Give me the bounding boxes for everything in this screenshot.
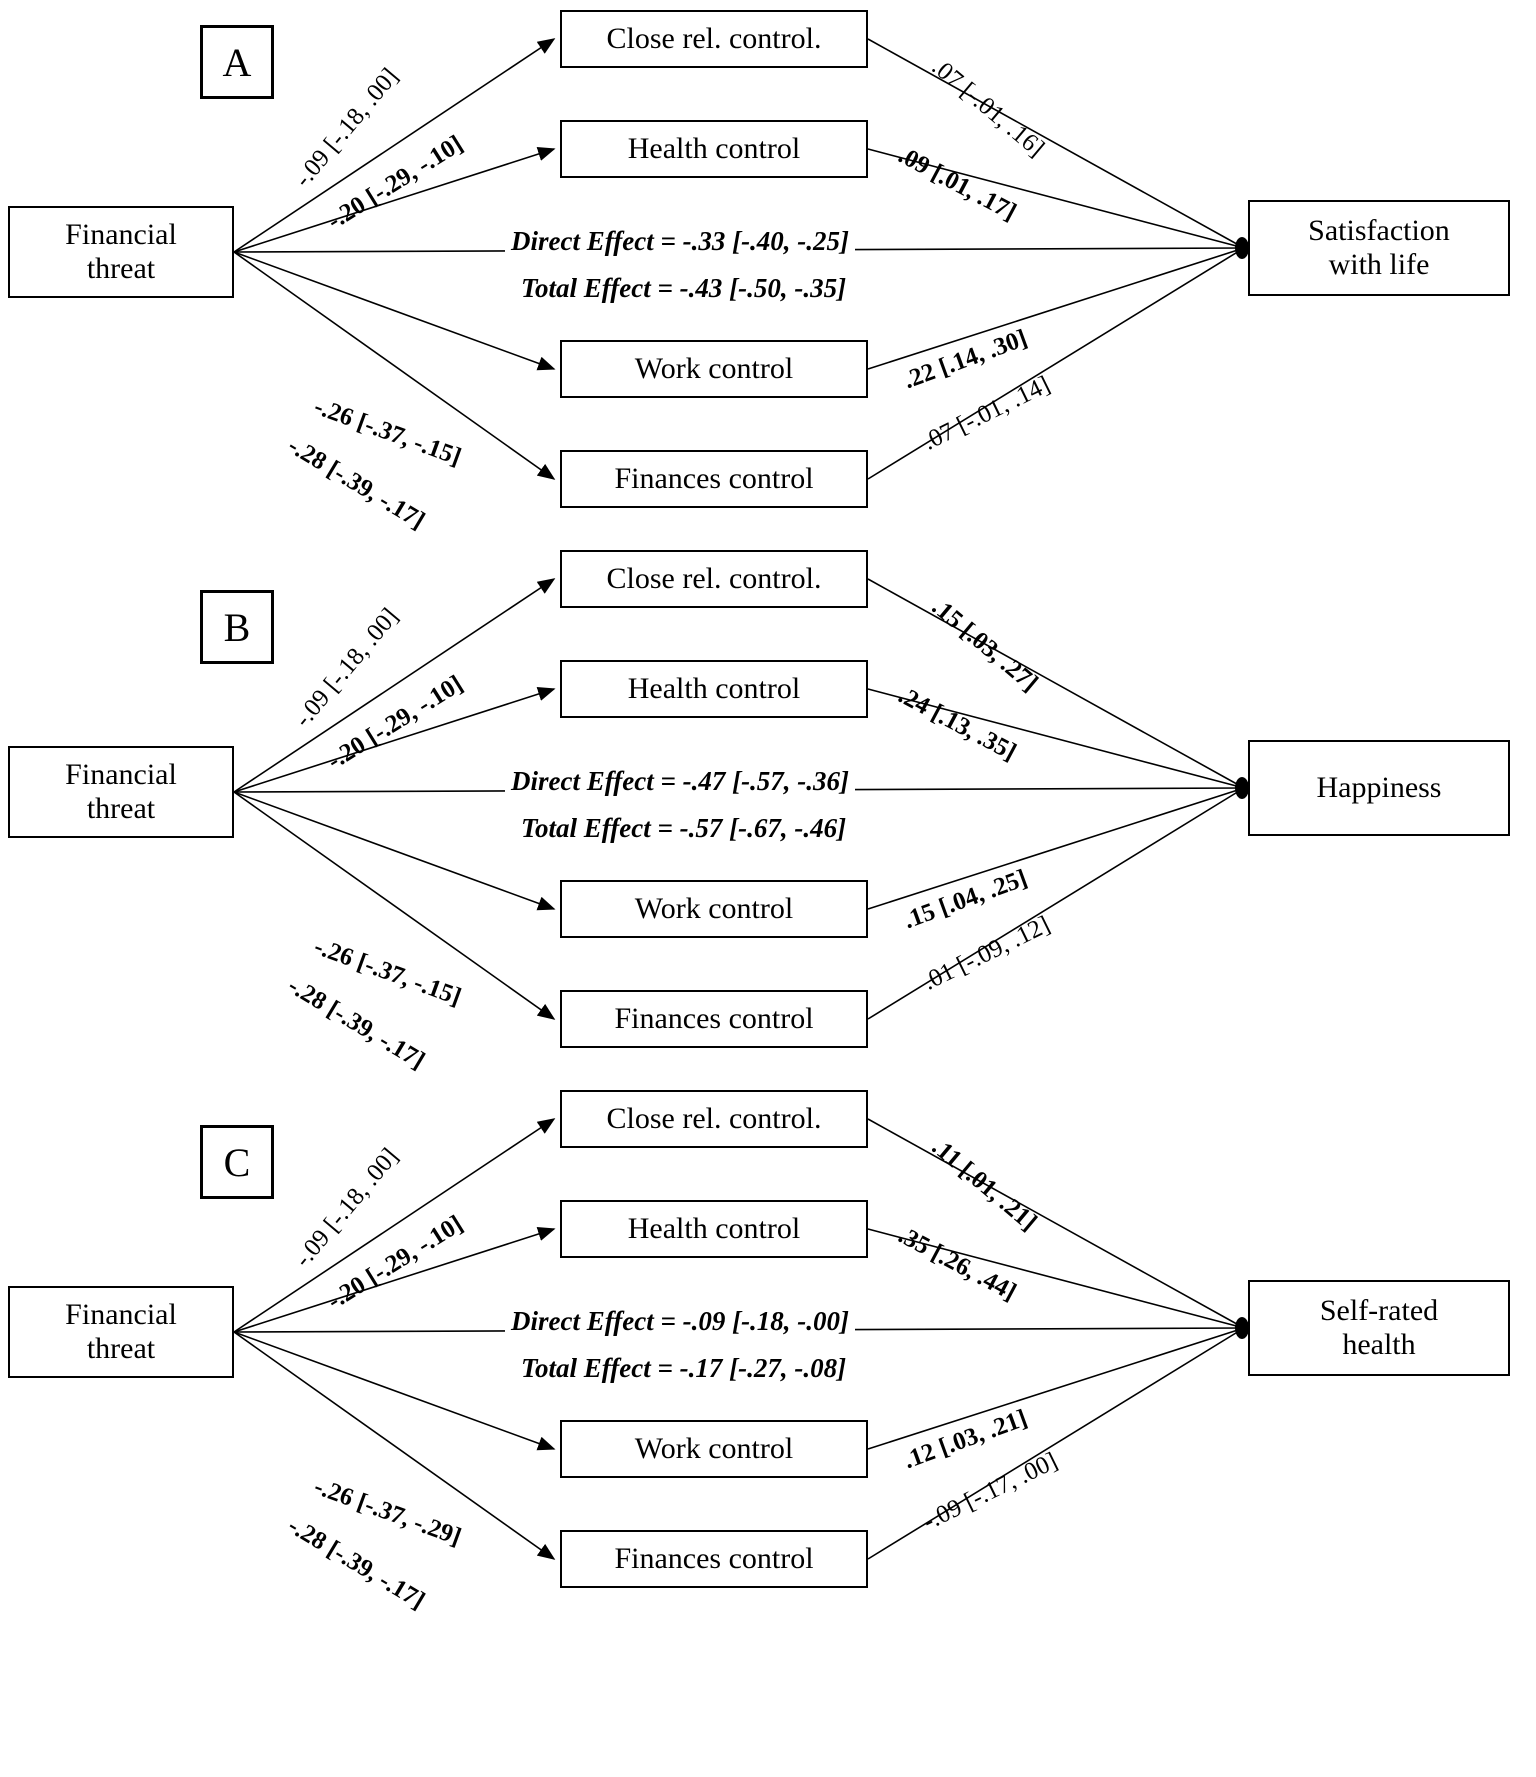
mediator-node-b-2: Health control — [560, 660, 868, 718]
mediator-node-a-2-label: Health control — [627, 132, 801, 166]
mediator-node-b-1-label: Close rel. control. — [606, 562, 822, 596]
mediator-node-a-2: Health control — [560, 120, 868, 178]
mediator-node-b-2-label: Health control — [627, 672, 801, 706]
mediator-node-a-4-label: Finances control — [614, 462, 814, 496]
total-effect-c: Total Effect = -.17 [-.27, -.08] — [515, 1353, 853, 1384]
mediator-node-c-1: Close rel. control. — [560, 1090, 868, 1148]
mediator-node-a-1: Close rel. control. — [560, 10, 868, 68]
mediator-node-c-2-label: Health control — [627, 1212, 801, 1246]
total-effect-b: Total Effect = -.57 [-.67, -.46] — [515, 813, 853, 844]
total-effect-a: Total Effect = -.43 [-.50, -.35] — [515, 273, 853, 304]
mediator-node-c-1-label: Close rel. control. — [606, 1102, 822, 1136]
mediator-node-b-3: Work control — [560, 880, 868, 938]
panel-letter-a: A — [200, 25, 274, 99]
direct-effect-a: Direct Effect = -.33 [-.40, -.25] — [505, 226, 856, 257]
mediator-node-c-4: Finances control — [560, 1530, 868, 1588]
panel-b-arrows — [233, 578, 1249, 1020]
mediator-node-b-3-label: Work control — [634, 892, 794, 926]
panel-c-arrows — [233, 1118, 1249, 1560]
mediator-node-a-3: Work control — [560, 340, 868, 398]
direct-effect-c: Direct Effect = -.09 [-.18, -.00] — [505, 1306, 856, 1337]
direct-effect-b: Direct Effect = -.47 [-.57, -.36] — [505, 766, 856, 797]
panel-letter-c: C — [200, 1125, 274, 1199]
mediator-node-b-4: Finances control — [560, 990, 868, 1048]
mediator-node-c-3-label: Work control — [634, 1432, 794, 1466]
mediator-node-c-3: Work control — [560, 1420, 868, 1478]
mediator-node-a-3-label: Work control — [634, 352, 794, 386]
outcome-node-b-label: Happiness — [1316, 771, 1442, 805]
outcome-node-b: Happiness — [1248, 740, 1510, 836]
mediator-node-c-4-label: Finances control — [614, 1542, 814, 1576]
mediator-node-a-1-label: Close rel. control. — [606, 22, 822, 56]
mediator-node-b-4-label: Finances control — [614, 1002, 814, 1036]
panel-letter-b: B — [200, 590, 274, 664]
mediator-node-a-4: Finances control — [560, 450, 868, 508]
mediator-node-c-2: Health control — [560, 1200, 868, 1258]
mediator-node-b-1: Close rel. control. — [560, 550, 868, 608]
